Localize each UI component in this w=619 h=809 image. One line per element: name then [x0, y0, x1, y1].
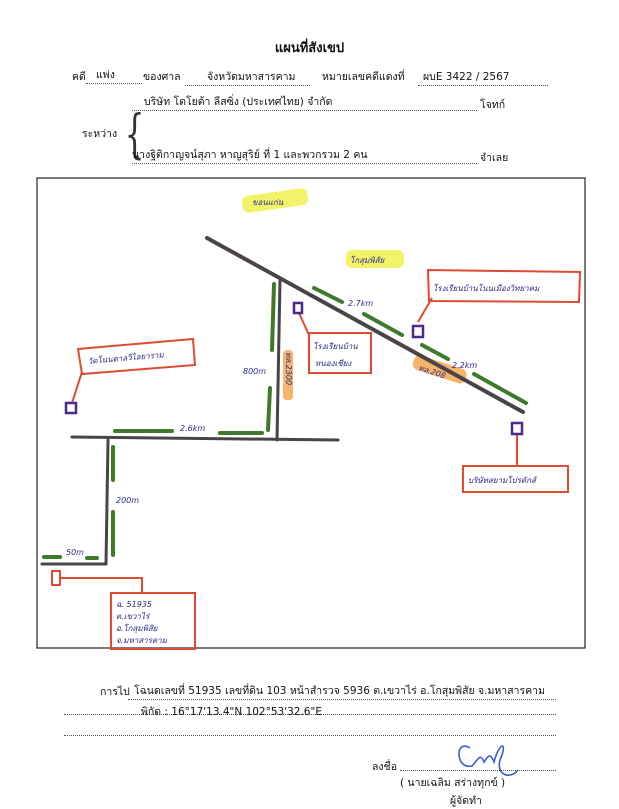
highlight — [412, 355, 467, 384]
leader-line — [60, 577, 143, 593]
case-type: แพ่ง — [86, 66, 142, 84]
school-2-label: โรงเรียนบ้าน — [313, 341, 358, 351]
route-text: โฉนดเลขที่ 51935 เลขที่ดิน 103 หน้าสำรวจ… — [128, 682, 556, 700]
distance-label: 2.6km — [180, 424, 205, 433]
company-label: บริษัทสยามโปรดักส์ — [468, 475, 538, 485]
signature — [458, 745, 519, 776]
target-label: ฉ. 51935 — [116, 600, 152, 609]
leader-line — [71, 371, 83, 404]
temple-marker — [64, 401, 78, 415]
page-title: แผนที่สังเขป — [274, 41, 345, 56]
sign-label: ลงชื่อ — [372, 761, 397, 773]
school-2-label: หนองเชียง — [315, 359, 352, 368]
brace: { — [124, 105, 145, 165]
plaintiff-name: บริษัท โตโยต้า ลีสซิ่ง (ประเทศไทย) จำกัด — [132, 93, 477, 111]
school-1-marker — [411, 324, 425, 339]
signer-role: ผู้จัดทำ — [450, 795, 482, 807]
road-branch — [104, 438, 110, 566]
court-label: ของศาล — [143, 71, 181, 83]
highlight — [283, 350, 293, 400]
dotted-line — [64, 714, 556, 715]
road-2300-label: ทล.2300 — [284, 352, 293, 385]
court-name: จังหวัดมหาสารคาม — [185, 68, 310, 86]
between-label: ระหว่าง — [82, 128, 118, 140]
case-no-label: หมายเลขคดีแดงที่ — [322, 71, 405, 83]
company-box — [462, 465, 569, 493]
distance-label: 2.2km — [452, 361, 477, 370]
distance-label: 200m — [116, 496, 139, 505]
plaintiff-label: โจทก์ — [480, 99, 506, 111]
map-frame — [36, 177, 586, 649]
north-city-label: ขอนแก่น — [252, 198, 284, 207]
leader-line — [417, 297, 433, 323]
route-label: การไป — [100, 686, 130, 698]
target-box — [110, 592, 196, 650]
road-main — [70, 435, 340, 442]
highlight — [241, 188, 309, 213]
temple-label: วัดโนนตาลวิไลยาราม — [87, 349, 164, 366]
distance-markers — [42, 282, 528, 560]
coordinates: พิกัด : 16°17'13.4"N 102°53'32.6"E — [141, 706, 322, 718]
defendant-label: จำเลย — [480, 152, 509, 164]
company-marker — [510, 421, 524, 436]
target-label: อ.โกสุมพิสัย — [116, 623, 159, 634]
target-label: จ.มหาสารคาม — [116, 636, 168, 645]
target-marker — [51, 570, 61, 586]
school-1-box — [426, 268, 582, 304]
case-number: ผบE 3422 / 2567 — [418, 68, 548, 86]
town-label: โกสุมพิสัย — [350, 255, 385, 266]
roads — [40, 236, 525, 566]
highlight — [346, 250, 404, 268]
leader-line — [298, 312, 310, 336]
road-2300 — [275, 278, 282, 442]
road-208 — [205, 236, 525, 414]
dotted-line — [64, 735, 556, 736]
case-label: คดี — [72, 71, 86, 83]
signature-line — [400, 770, 556, 771]
school-2-marker — [292, 301, 304, 315]
defendant-name: นางฐิติกาญจน์สุภา หาญสุริย์ ที่ 1 และพวก… — [132, 146, 477, 164]
school-1-label: โรงเรียนบ้านโนนเมืองวิทยาคม — [433, 283, 540, 293]
distance-label: 2.7km — [348, 299, 373, 308]
signer-name: ( นายเฉลิม สร่างทุกข์ ) — [400, 777, 506, 789]
distance-label: 50m — [66, 548, 84, 557]
school-2-box — [308, 332, 372, 374]
distance-label: 800m — [243, 367, 266, 376]
target-label: ต.เขวาไร่ — [116, 611, 151, 621]
temple-box — [76, 337, 197, 376]
